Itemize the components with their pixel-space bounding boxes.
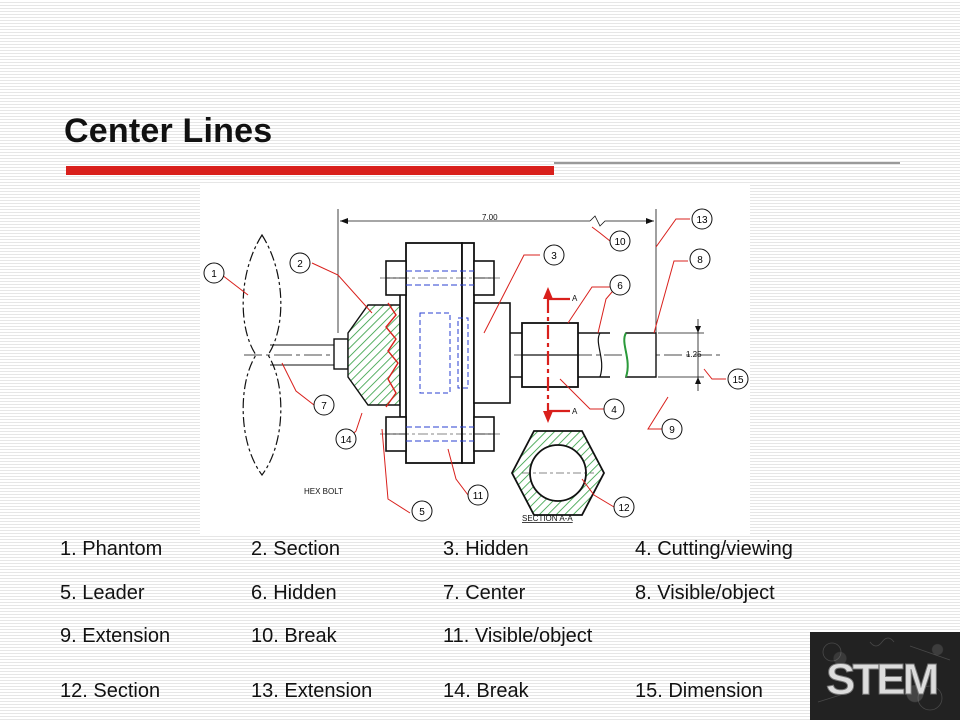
legend-item-2: 2. Section xyxy=(251,538,340,560)
callout-6: 6 xyxy=(609,274,631,296)
technical-drawing: 7.00 xyxy=(200,183,750,535)
cutting-plane-letter-top: A xyxy=(572,294,578,303)
legend-item-11: 11. Visible/object xyxy=(443,625,593,647)
section-label: SECTION A-A xyxy=(522,514,573,523)
stem-shaft xyxy=(270,338,349,370)
bottom-bolt xyxy=(380,416,500,452)
callout-10: 10 xyxy=(609,230,631,252)
section-hub xyxy=(347,302,401,408)
callout-5: 5 xyxy=(411,500,433,522)
svg-text:14: 14 xyxy=(340,435,352,446)
legend-item-15: 15. Dimension xyxy=(635,680,763,702)
legend-item-13: 13. Extension xyxy=(251,680,373,702)
stem-logo-icon: STEM xyxy=(810,632,960,720)
callout-circles: 1 2 3 4 5 6 7 8 9 10 11 12 13 14 15 xyxy=(203,208,749,522)
callout-11: 11 xyxy=(467,484,489,506)
legend-item-8: 8. Visible/object xyxy=(635,582,775,604)
svg-text:12: 12 xyxy=(618,503,630,514)
svg-text:5: 5 xyxy=(419,507,425,518)
legend-item-12: 12. Section xyxy=(60,680,161,702)
callout-9: 9 xyxy=(661,418,683,440)
callout-8: 8 xyxy=(689,248,711,270)
callout-1: 1 xyxy=(203,262,225,284)
dimension-1-25: 1.25 xyxy=(658,319,704,391)
callout-12: 12 xyxy=(613,496,635,518)
phantom-handle xyxy=(242,233,282,477)
svg-text:9: 9 xyxy=(669,425,675,436)
stem-logo-text: STEM xyxy=(826,655,937,704)
svg-text:13: 13 xyxy=(696,215,708,226)
svg-text:15: 15 xyxy=(732,375,744,386)
svg-text:2: 2 xyxy=(297,259,303,270)
legend-item-5: 5. Leader xyxy=(60,582,145,604)
callout-15: 15 xyxy=(727,368,749,390)
callout-4: 4 xyxy=(603,398,625,420)
legend-item-7: 7. Center xyxy=(443,582,526,604)
legend-item-14: 14. Break xyxy=(443,680,529,702)
svg-text:1: 1 xyxy=(211,269,217,280)
top-bolt xyxy=(380,260,500,296)
flange-plates xyxy=(399,242,511,464)
legend-item-6: 6. Hidden xyxy=(251,582,337,604)
legend-item-3: 3. Hidden xyxy=(443,538,529,560)
title-underline-gray xyxy=(554,162,900,164)
callout-13: 13 xyxy=(691,208,713,230)
legend-item-4: 4. Cutting/viewing xyxy=(635,538,793,560)
svg-text:7: 7 xyxy=(321,401,327,412)
svg-text:6: 6 xyxy=(617,281,623,292)
cutting-plane-line: A A xyxy=(543,287,578,423)
svg-text:3: 3 xyxy=(551,251,557,262)
callout-7: 7 xyxy=(313,394,335,416)
svg-text:10: 10 xyxy=(614,237,626,248)
legend-item-1: 1. Phantom xyxy=(60,538,163,560)
drawing-svg: 7.00 xyxy=(203,208,749,523)
legend-item-10: 10. Break xyxy=(251,625,337,647)
cutting-plane-letter-bottom: A xyxy=(572,407,578,416)
slide-title: Center Lines xyxy=(64,112,273,150)
leader-lines xyxy=(221,218,726,514)
svg-text:11: 11 xyxy=(473,491,484,502)
callout-3: 3 xyxy=(543,244,565,266)
svg-text:8: 8 xyxy=(697,255,703,266)
section-a-a-view: SECTION A-A xyxy=(510,430,606,523)
legend-item-9: 9. Extension xyxy=(60,625,171,647)
svg-text:4: 4 xyxy=(611,405,617,416)
title-underline-red xyxy=(66,166,554,175)
dimension-diameter-text: 1.25 xyxy=(686,350,702,359)
callout-14: 14 xyxy=(335,428,357,450)
hex-bolt-label: HEX BOLT xyxy=(304,487,343,496)
shaft-and-nut xyxy=(510,322,657,388)
dimension-7-00: 7.00 xyxy=(337,209,657,333)
stem-logo-svg: STEM xyxy=(817,637,951,711)
callout-2: 2 xyxy=(289,252,311,274)
dimension-overall-text: 7.00 xyxy=(482,213,498,222)
